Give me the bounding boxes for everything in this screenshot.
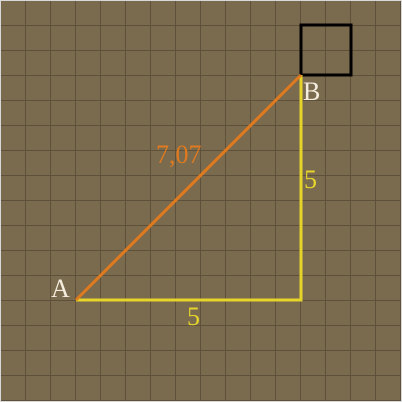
point-a-label: A [51, 274, 70, 303]
hypotenuse-length-label: 7,07 [156, 140, 202, 169]
point-b-label: B [303, 77, 320, 106]
vertical-leg-length-label: 5 [304, 165, 317, 194]
square-marker [299, 23, 353, 77]
hypotenuse-line [74, 73, 303, 302]
triangle-legs [76, 75, 303, 302]
horizontal-leg-length-label: 5 [187, 302, 200, 331]
